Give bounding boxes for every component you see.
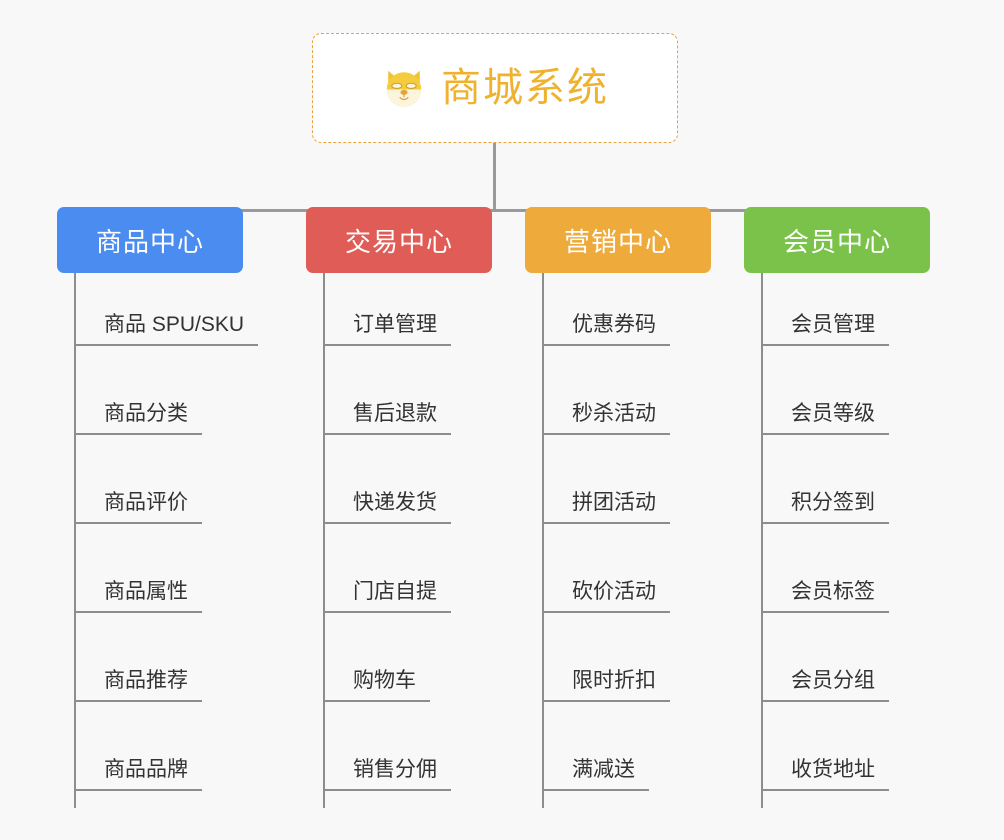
leaf-item[interactable]: 拼团活动 <box>542 435 670 524</box>
leaf-item[interactable]: 售后退款 <box>323 346 451 435</box>
leaf-label: 商品属性 <box>74 580 202 613</box>
leaf-item[interactable]: 优惠券码 <box>542 257 670 346</box>
leaf-spine-trade <box>323 273 325 808</box>
leaf-label: 砍价活动 <box>542 580 670 613</box>
leaf-label: 销售分佣 <box>323 758 451 791</box>
leaf-label: 积分签到 <box>761 491 889 524</box>
leaf-label: 商品分类 <box>74 402 202 435</box>
leaf-spine-product <box>74 273 76 808</box>
leaf-item[interactable]: 商品评价 <box>74 435 202 524</box>
leaf-item[interactable]: 订单管理 <box>323 257 451 346</box>
leaf-item[interactable]: 门店自提 <box>323 524 451 613</box>
leaf-item[interactable]: 销售分佣 <box>323 702 451 791</box>
root-stem-connector <box>493 143 496 211</box>
leaf-label: 商品评价 <box>74 491 202 524</box>
leaf-label: 商品品牌 <box>74 758 202 791</box>
leaf-label: 会员等级 <box>761 402 889 435</box>
leaf-item[interactable]: 限时折扣 <box>542 613 670 702</box>
leaf-item[interactable]: 快递发货 <box>323 435 451 524</box>
shiba-dog-icon <box>381 65 427 111</box>
leaf-label: 限时折扣 <box>542 669 670 702</box>
category-label-trade: 交易中心 <box>344 226 453 257</box>
leaf-item[interactable]: 会员标签 <box>761 524 889 613</box>
leaf-label: 商品推荐 <box>74 669 202 702</box>
leaf-label: 门店自提 <box>323 580 451 613</box>
leaf-label: 购物车 <box>323 669 430 702</box>
leaf-label: 商品 SPU/SKU <box>74 313 259 346</box>
category-box-trade[interactable]: 交易中心 <box>306 207 492 273</box>
category-box-marketing[interactable]: 营销中心 <box>525 207 711 273</box>
leaf-item[interactable]: 积分签到 <box>761 435 889 524</box>
leaf-item[interactable]: 商品推荐 <box>74 613 202 702</box>
leaf-label: 秒杀活动 <box>542 402 670 435</box>
root-node[interactable]: 商城系统 <box>312 33 678 143</box>
leaf-spine-member <box>761 273 763 808</box>
root-title: 商城系统 <box>441 66 609 110</box>
leaf-item[interactable]: 收货地址 <box>761 702 889 791</box>
horizontal-bus-connector <box>149 209 839 212</box>
leaf-item[interactable]: 砍价活动 <box>542 524 670 613</box>
leaf-item[interactable]: 会员分组 <box>761 613 889 702</box>
leaf-label: 收货地址 <box>761 758 889 791</box>
leaf-label: 会员分组 <box>761 669 889 702</box>
category-box-product[interactable]: 商品中心 <box>57 207 243 273</box>
leaf-item[interactable]: 商品分类 <box>74 346 202 435</box>
leaf-item[interactable]: 满减送 <box>542 702 649 791</box>
leaf-item[interactable]: 购物车 <box>323 613 430 702</box>
leaf-item[interactable]: 会员等级 <box>761 346 889 435</box>
category-label-member: 会员中心 <box>782 226 891 257</box>
category-box-member[interactable]: 会员中心 <box>744 207 930 273</box>
leaf-item[interactable]: 商品品牌 <box>74 702 202 791</box>
leaf-label: 会员管理 <box>761 313 889 346</box>
leaf-label: 订单管理 <box>323 313 451 346</box>
leaf-spine-marketing <box>542 273 544 808</box>
category-label-product: 商品中心 <box>95 226 204 257</box>
leaf-item[interactable]: 秒杀活动 <box>542 346 670 435</box>
leaf-label: 会员标签 <box>761 580 889 613</box>
category-label-marketing: 营销中心 <box>563 226 672 257</box>
leaf-item[interactable]: 会员管理 <box>761 257 889 346</box>
leaf-item[interactable]: 商品 SPU/SKU <box>74 257 259 346</box>
leaf-label: 售后退款 <box>323 402 451 435</box>
leaf-item[interactable]: 商品属性 <box>74 524 202 613</box>
leaf-label: 快递发货 <box>323 491 451 524</box>
leaf-label: 拼团活动 <box>542 491 670 524</box>
leaf-label: 满减送 <box>542 758 649 791</box>
leaf-label: 优惠券码 <box>542 313 670 346</box>
